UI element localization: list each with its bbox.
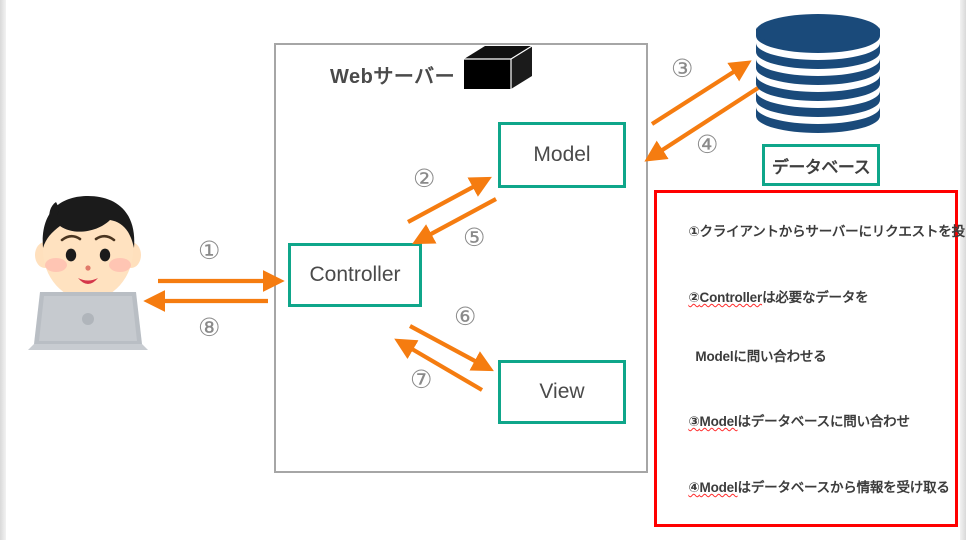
database-cylinder-icon: [756, 14, 880, 133]
legend-item: ①クライアントからサーバーにリクエストを投げる: [667, 205, 966, 260]
legend-item: ②Controllerは必要なデータを: [667, 271, 947, 326]
web-server-title: Webサーバー: [330, 66, 456, 88]
step-number-4: ④: [696, 130, 719, 159]
legend-term: Controller: [699, 289, 763, 305]
legend-text: はデータベースから情報を受け取る: [737, 479, 950, 495]
step-number-7: ⑦: [410, 365, 433, 394]
legend-text: はデータベースに問い合わせ: [737, 414, 910, 430]
legend-number-term: ④Model: [688, 480, 737, 495]
legend-number-term: ②Controller: [688, 290, 762, 305]
legend-text: は必要なデータを: [762, 289, 869, 305]
legend-term: Model: [699, 479, 738, 495]
controller-box[interactable]: Controller: [288, 243, 422, 307]
legend-term: Model: [699, 414, 738, 430]
step-number-6: ⑥: [454, 302, 477, 331]
person-with-laptop-icon: [28, 196, 148, 350]
legend-item: ③Modelはデータベースに問い合わせ: [667, 395, 947, 450]
web-server-container: [274, 43, 648, 473]
legend-text: クライアントからサーバーにリクエストを投げる: [699, 224, 966, 240]
legend-number: ①: [688, 224, 700, 240]
database-label-text: データベース: [771, 157, 871, 177]
step-number-5: ⑤: [463, 223, 486, 252]
page-edge-right: [960, 0, 966, 540]
legend-number: ②: [688, 289, 700, 305]
legend-item-continuation: Modelに問い合わせる: [667, 329, 947, 384]
step-number-8: ⑧: [198, 313, 221, 342]
model-box-label: Model: [533, 143, 591, 166]
arrow-3: [650, 60, 752, 126]
page-edge-left: [0, 0, 6, 540]
legend-item: ④Modelはデータベースから情報を受け取る: [667, 461, 950, 516]
model-box[interactable]: Model: [498, 122, 626, 188]
legend-number: ③: [688, 414, 700, 430]
legend-number: ④: [688, 479, 700, 495]
legend-panel: ①クライアントからサーバーにリクエストを投げる ②Controllerは必要なデ…: [654, 190, 966, 527]
legend-text: Modelに問い合わせる: [688, 348, 827, 364]
step-number-3: ③: [671, 54, 694, 83]
legend-number-term: ③Model: [688, 414, 737, 429]
legend-item: ⑤ControllerはModelから情報を受け取る: [667, 526, 947, 540]
database-label: データベース: [762, 144, 880, 186]
controller-box-label: Controller: [309, 263, 401, 286]
view-box-label: View: [539, 380, 585, 403]
step-number-1: ①: [198, 236, 221, 265]
step-number-2: ②: [413, 164, 436, 193]
server-cube-icon: [464, 46, 533, 89]
view-box[interactable]: View: [498, 360, 626, 424]
